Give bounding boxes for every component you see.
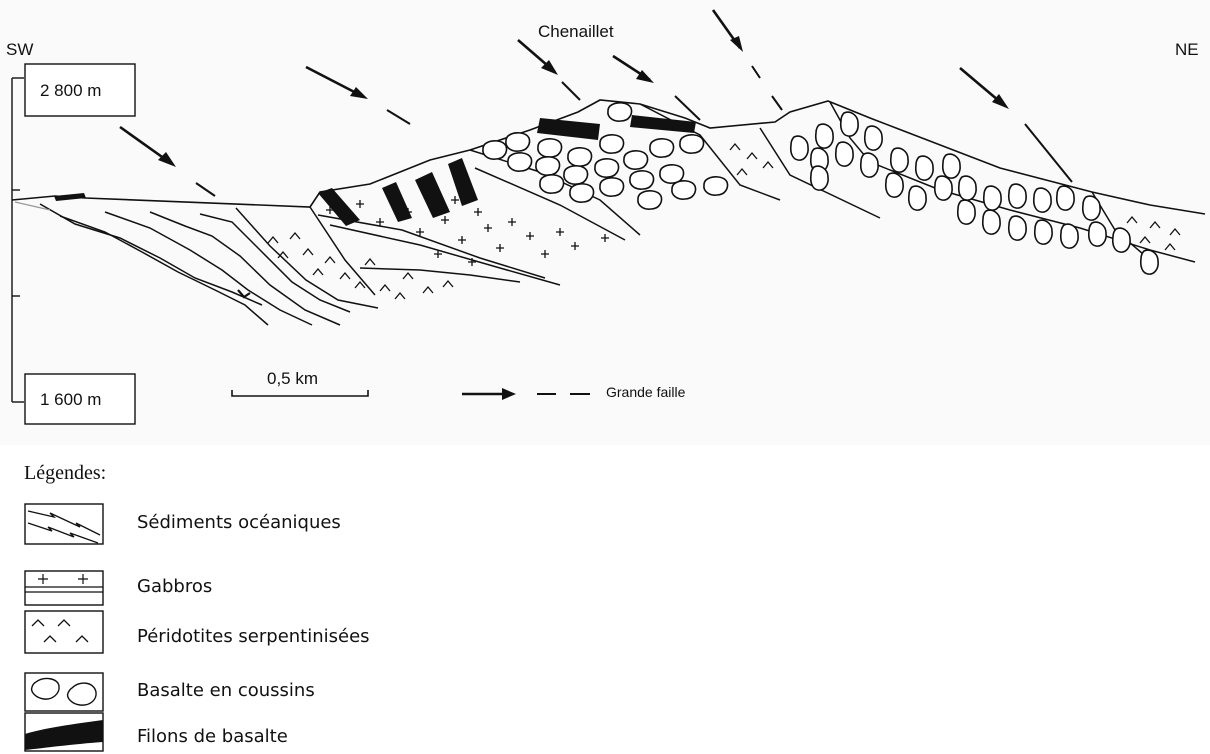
peridotite-swatch-icon [24, 610, 104, 654]
scale-bar-label: 0,5 km [267, 369, 318, 388]
chenaillet-label: Chenaillet [538, 22, 614, 41]
orientation-ne-label: NE [1175, 40, 1199, 59]
pillow-basalt-swatch-icon [24, 672, 104, 712]
legend-title: Légendes: [24, 462, 106, 485]
basalt-dyke-swatch-icon [24, 712, 104, 752]
legend-label-gabbros: Gabbros [137, 576, 212, 597]
orientation-sw-label: SW [6, 40, 33, 59]
legend-label-basalt-dykes: Filons de basalte [137, 726, 288, 747]
diagram-panel [0, 0, 1210, 445]
gabbro-swatch-icon [24, 570, 104, 606]
legend-label-pillow-basalt: Basalte en coussins [137, 680, 315, 701]
legend-label-sediments: Sédiments océaniques [137, 512, 341, 533]
elevation-bottom-label: 1 600 m [40, 390, 101, 409]
elevation-top-label: 2 800 m [40, 81, 101, 100]
fault-key-label: Grande faille [606, 384, 686, 400]
legend-label-peridotites: Péridotites serpentinisées [137, 626, 370, 647]
sediments-swatch-icon [24, 503, 104, 545]
